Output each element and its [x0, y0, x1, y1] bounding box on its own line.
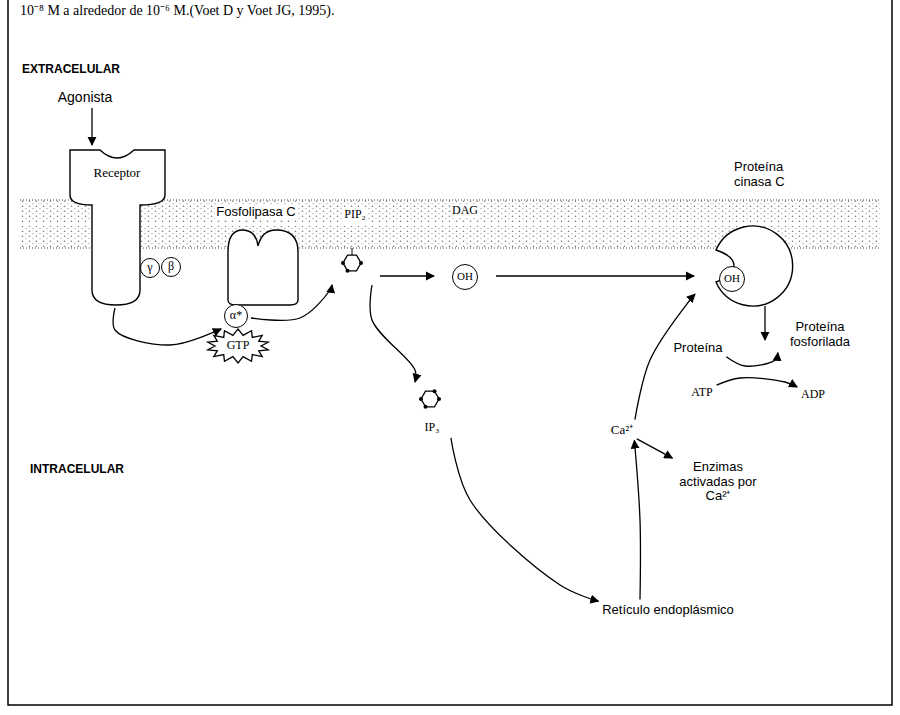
protein-kinase-c-node: Proteína cinasa C OH — [697, 160, 807, 292]
calcium-enzymes-label: Enzimas activadas por Ca²⁺ — [675, 460, 761, 505]
signal-arrow — [496, 275, 694, 276]
node-text: Proteína cinasa C — [733, 160, 807, 190]
node-text: PIP₂ — [343, 208, 367, 222]
pip2-node: PIP₂ — [333, 208, 377, 282]
signal-arrow — [637, 439, 673, 458]
phosphorylated-protein-label: Proteína fosforilada — [779, 320, 861, 350]
dag-node: DAG OH — [437, 204, 493, 290]
protein-substrate-label: Proteína — [672, 341, 723, 356]
node-text: α* — [229, 309, 243, 323]
node-text: Proteína — [672, 341, 723, 356]
node-text: GTP — [226, 339, 251, 353]
pip2-molecule-icon — [341, 248, 363, 273]
signal-arrow — [726, 353, 778, 367]
g-protein-alpha: α* — [224, 304, 248, 328]
node-text: Receptor — [93, 166, 142, 181]
node-text: DAG — [451, 204, 479, 218]
node-text: γ — [146, 261, 153, 275]
signal-arrow — [370, 285, 416, 382]
calcium-label: Ca²⁺ — [610, 423, 634, 438]
source-note: 10⁻⁸ M a alrededor de 10⁻⁶ M.(Voet D y V… — [20, 0, 335, 19]
region-label: INTRACELULAR — [30, 462, 124, 476]
node-text: Agonista — [57, 89, 113, 105]
endoplasmic-reticulum-label: Retículo endoplásmico — [601, 603, 735, 618]
hydroxyl-group: OH — [719, 266, 745, 292]
node-text: ADP — [800, 388, 826, 402]
atp-label: ATP — [690, 386, 713, 400]
signal-arrow — [717, 378, 798, 387]
gtp-star: GTP — [206, 328, 270, 364]
ip3-node: IP₃ — [414, 385, 450, 435]
ip3-molecule-icon — [419, 389, 441, 409]
g-protein-gamma: γ — [140, 258, 160, 278]
node-text: Proteína fosforilada — [779, 320, 861, 350]
node-text: Retículo endoplásmico — [601, 603, 735, 618]
kinase-action-arrow — [764, 306, 765, 340]
g-protein-beta: β — [161, 257, 181, 277]
region-label: EXTRACELULAR — [22, 62, 120, 76]
node-text: Ca²⁺ — [610, 423, 634, 438]
phospholipase-shape — [228, 230, 298, 305]
node-text: Fosfolipasa C — [215, 205, 296, 220]
signal-arrow — [634, 440, 640, 599]
receptor-node: Receptor — [69, 148, 165, 305]
signal-arrow — [251, 285, 332, 321]
signal-arrow — [113, 308, 221, 345]
protein-kinase-c-shape — [716, 226, 793, 306]
signal-arrow — [91, 108, 92, 145]
node-text: β — [167, 260, 175, 274]
node-text: IP₃ — [424, 421, 441, 435]
hydroxyl-group: OH — [452, 264, 478, 290]
receptor-shape — [70, 150, 165, 305]
adp-label: ADP — [800, 388, 826, 402]
phospholipase-node: Fosfolipasa C — [215, 205, 296, 220]
signal-arrow — [380, 275, 434, 276]
node-text: Enzimas activadas por Ca²⁺ — [675, 460, 761, 505]
node-text: ATP — [690, 386, 713, 400]
signal-arrow — [635, 294, 695, 419]
agonist-label: Agonista — [57, 89, 113, 105]
figure-frame — [8, 0, 892, 705]
signal-arrow — [451, 438, 599, 601]
